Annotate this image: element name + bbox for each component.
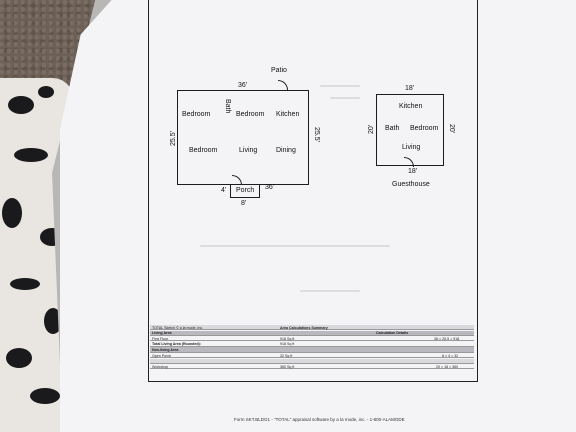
- room-porch: Porch: [236, 187, 255, 194]
- porch-outline: [230, 184, 260, 198]
- table-row: Open Porch 32 Sq ft 8 × 4 = 32: [150, 353, 474, 359]
- table-row: Total Living Area (Rounded): 918 Sq ft: [150, 342, 474, 347]
- summary-company: TOTAL Sketch © a la mode, inc.: [152, 325, 204, 330]
- room-bedroom-3: Bedroom: [189, 147, 218, 154]
- bleed-through-text: [320, 85, 360, 87]
- summary-header-row: TOTAL Sketch © a la mode, inc. Area Calc…: [150, 325, 474, 331]
- table-row: Workshop 360 Sq ft 20 × 18 = 360: [150, 364, 474, 370]
- porch-right-dimension: 36': [265, 184, 275, 191]
- bleed-through-text: [200, 245, 390, 247]
- table-row: [150, 358, 474, 364]
- bleed-through-text: [330, 97, 360, 99]
- room-dining: Dining: [276, 147, 296, 154]
- guesthouse-label: Guesthouse: [392, 181, 430, 188]
- guesthouse-living: Living: [402, 144, 421, 151]
- bleed-through-text: [300, 290, 360, 292]
- table-row: Living Area Calculation Details: [150, 330, 474, 336]
- page-frame: [148, 0, 478, 382]
- room-bedroom-2: Bedroom: [236, 111, 265, 118]
- guesthouse-top-dimension: 18': [405, 85, 415, 92]
- room-bedroom-1: Bedroom: [182, 111, 211, 118]
- patio-label: Patio: [271, 67, 287, 74]
- summary-title: Area Calculations Summary: [280, 325, 328, 330]
- room-kitchen: Kitchen: [276, 111, 300, 118]
- guesthouse-left-dimension: 20': [368, 124, 375, 134]
- main-house-outline: [177, 90, 309, 185]
- porch-left-dimension: 4': [221, 187, 227, 194]
- porch-bottom-dimension: 8': [241, 200, 247, 207]
- main-top-dimension: 36': [238, 82, 248, 89]
- area-summary-table: TOTAL Sketch © a la mode, inc. Area Calc…: [150, 325, 474, 380]
- guesthouse-bottom-dimension: 18': [408, 168, 418, 175]
- guesthouse-bedroom: Bedroom: [410, 125, 439, 132]
- summary-col-details: Calculation Details: [376, 331, 409, 336]
- room-bath: Bath: [224, 99, 231, 114]
- guesthouse-kitchen: Kitchen: [399, 103, 423, 110]
- table-row: First Floor 918 Sq ft 36 × 25.5 = 918: [150, 336, 474, 342]
- guesthouse-bath: Bath: [385, 125, 400, 132]
- form-footer: Form SKT.BLDG1 - "TOTAL" appraisal softw…: [234, 417, 405, 422]
- table-row: Non-living Area: [150, 347, 474, 353]
- guesthouse-right-dimension: 20': [448, 124, 455, 134]
- main-left-dimension: 25.5': [170, 131, 177, 146]
- room-living: Living: [239, 147, 258, 154]
- main-right-dimension: 25.5': [313, 127, 320, 142]
